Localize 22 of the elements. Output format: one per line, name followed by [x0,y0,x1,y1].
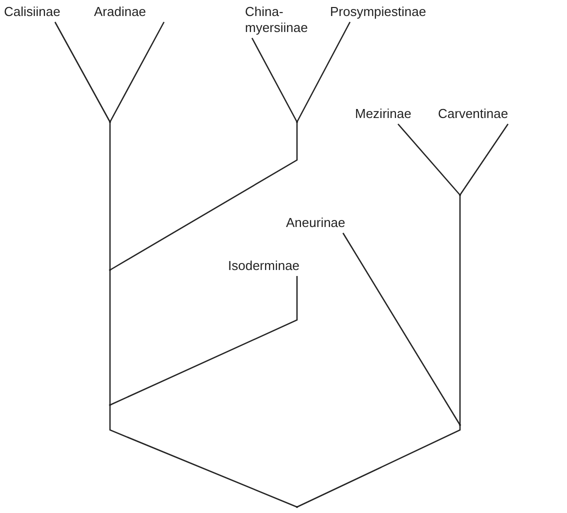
branch-line [459,124,509,196]
branch-line [110,276,298,406]
branch-line [398,124,460,196]
taxon-label: Mezirinae [355,106,433,124]
branch-line [110,122,298,271]
branch-line [296,425,461,508]
branch-line [109,405,298,508]
branch-line [296,22,351,122]
taxon-label: Aneurinae [286,215,360,233]
branch-line [342,232,461,426]
taxon-label: Calisiinae [4,4,84,22]
taxon-label: Isoderminae [228,258,312,276]
branch-line [109,122,111,270]
branch-line [109,22,165,122]
taxon-label: China- myersiinae [245,4,313,38]
taxon-label: Carventinae [438,106,526,124]
branch-line [54,22,111,122]
branch-line [109,270,111,405]
taxon-label: Aradinae [94,4,166,22]
branch-line [459,195,461,425]
taxon-label: Prosympiestinae [330,4,450,22]
branch-line [251,38,298,122]
